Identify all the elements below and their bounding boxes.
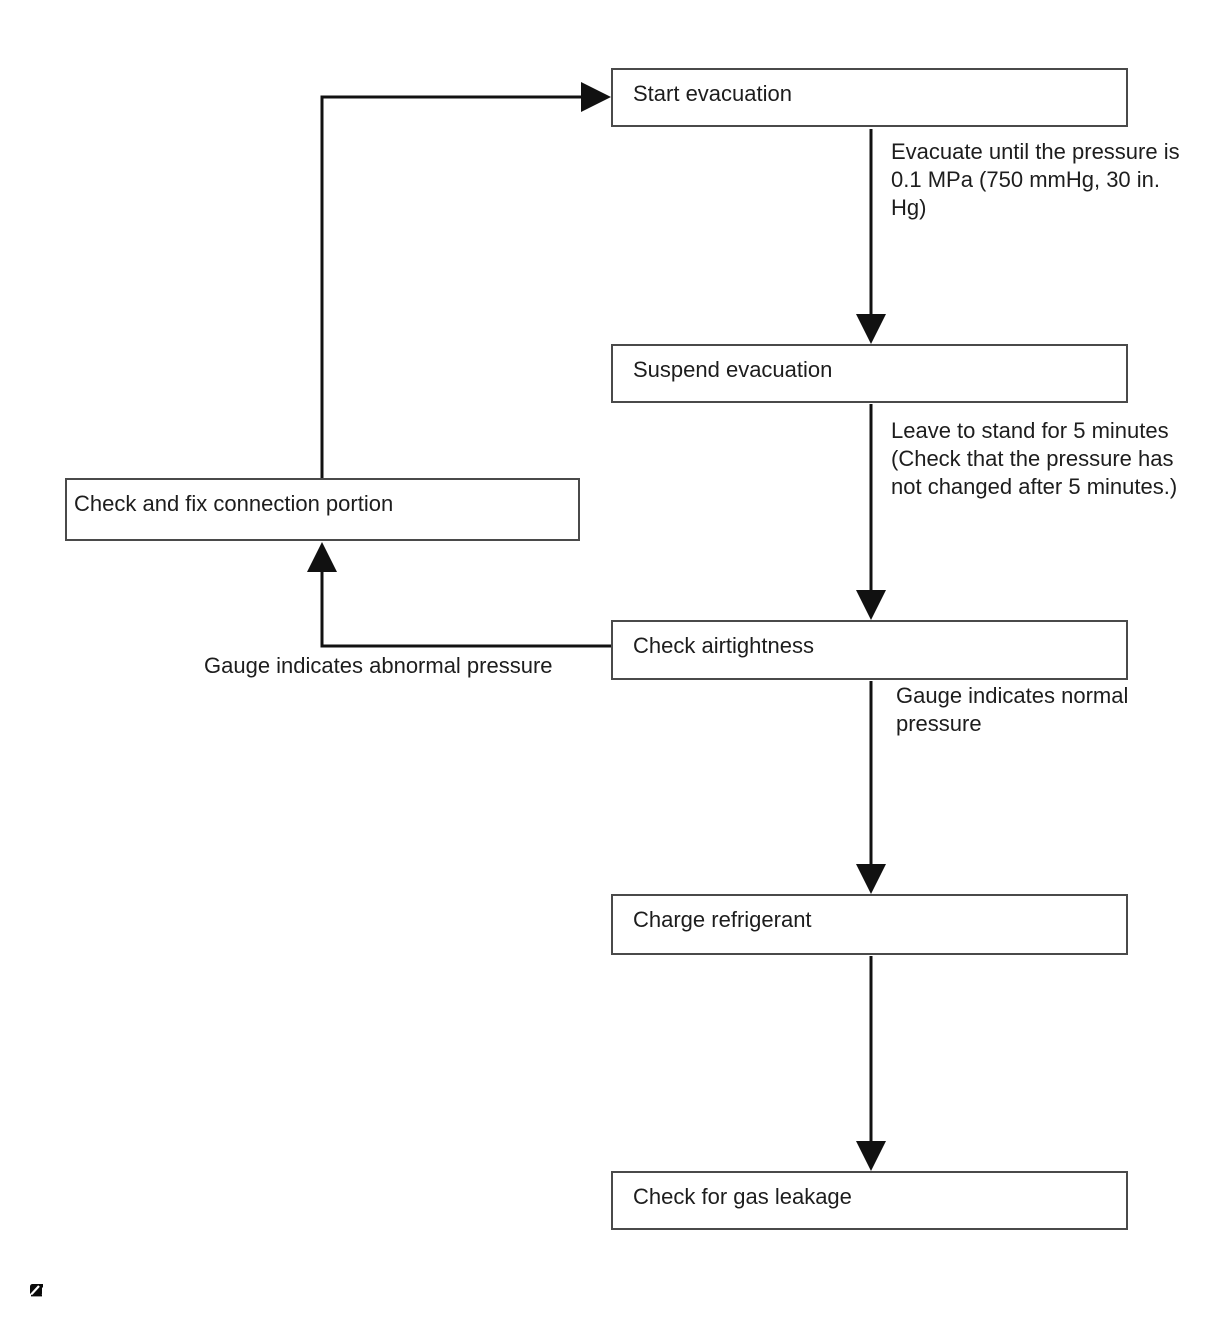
arrowhead-down-icon — [856, 590, 886, 620]
node-label: Check and fix connection portion — [74, 491, 394, 516]
edge-start-to-suspend — [856, 129, 886, 344]
arrowhead-down-icon — [856, 1141, 886, 1171]
edge-airtightness-to-charge — [856, 681, 886, 894]
arrowhead-down-icon — [856, 314, 886, 344]
node-suspend-evacuation: Suspend evacuation — [611, 344, 1128, 403]
node-label: Check airtightness — [633, 633, 814, 658]
edge-label-abnormal-pressure: Gauge indicates abnormal pressure — [204, 653, 553, 678]
edge-charge-to-leakage — [856, 956, 886, 1171]
arrowhead-up-icon — [307, 542, 337, 572]
edge-line — [320, 570, 611, 648]
node-charge-refrigerant: Charge refrigerant — [611, 894, 1128, 955]
edge-suspend-to-airtightness — [856, 404, 886, 620]
node-label: Start evacuation — [633, 81, 792, 106]
arrowhead-right-icon — [581, 82, 611, 112]
node-label: Suspend evacuation — [633, 357, 833, 382]
media-annotation-icon[interactable] — [27, 1282, 45, 1299]
node-check-airtightness: Check airtightness — [611, 620, 1128, 680]
node-check-for-gas-leakage: Check for gas leakage — [611, 1171, 1128, 1230]
node-label: Charge refrigerant — [633, 907, 812, 932]
edge-label-evacuate-pressure: Evacuate until the pressure is 0.1 MPa (… — [891, 139, 1180, 220]
edge-line — [320, 95, 583, 478]
edge-label-leave-to-stand: Leave to stand for 5 minutes (Check that… — [891, 418, 1178, 499]
edge-label-normal-pressure: Gauge indicates normal pressure — [896, 683, 1129, 736]
node-start-evacuation: Start evacuation — [611, 68, 1128, 127]
arrowhead-down-icon — [856, 864, 886, 894]
node-label: Check for gas leakage — [633, 1184, 852, 1209]
node-check-and-fix-connection-portion: Check and fix connection portion — [65, 478, 580, 541]
edge-fix-to-start — [320, 82, 611, 478]
edge-airtightness-to-fix — [307, 542, 611, 648]
